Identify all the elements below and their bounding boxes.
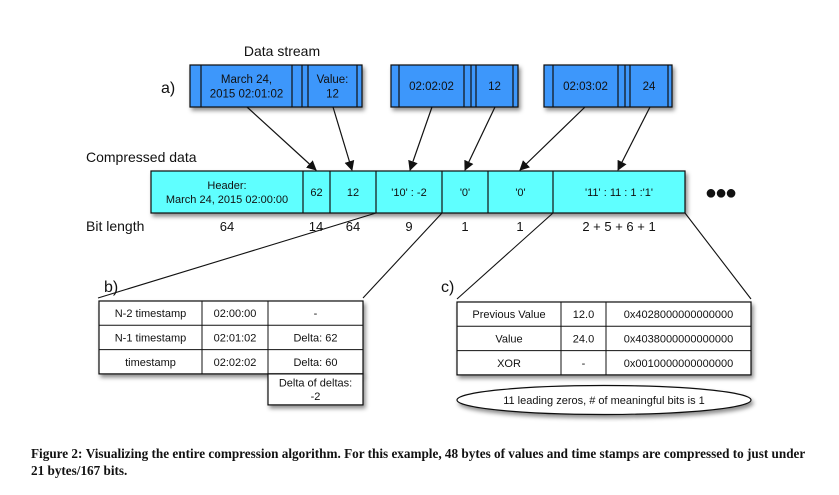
compressed-cell-text: '0' [515, 187, 525, 199]
compressed-cell: '0' [515, 187, 525, 199]
values-table: Previous Value 12.0 0x4028000000000000Valu… [456, 301, 752, 416]
table-cell: N-1 timestamp [115, 332, 187, 344]
stream-record: March 24, 2015 02:01:02 Value: 12 [189, 64, 363, 108]
table-cell: Previous Value [472, 309, 545, 321]
bit-length-value: 64 [220, 219, 234, 234]
bit-length-value: 2 + 5 + 6 + 1 [582, 219, 655, 234]
caption-label: Figure 2: [31, 446, 83, 461]
delta-of-deltas-cell [267, 373, 364, 406]
stream-to-compressed-arrows [246, 106, 651, 171]
stream-timestamp: 02:03:02 [563, 81, 608, 93]
compressed-cell-text: '10' : -2 [391, 187, 426, 199]
table-cell: 02:02:02 [214, 357, 257, 369]
ellipsis-dots: ●●● [705, 182, 736, 204]
compressed-cell-text: 62 [310, 187, 322, 199]
table-row: N-1 timestamp 02:01:02 Delta: 62 [115, 332, 338, 344]
table-cell: 02:00:00 [214, 308, 257, 320]
compression-diagram: Data stream a) Compressed data Bit lengt… [86, 43, 752, 416]
compressed-cell-text: '0' [460, 187, 470, 199]
stream-timestamp: 2015 02:01:02 [210, 88, 284, 100]
table-cell: Delta: 62 [293, 332, 337, 344]
stream-record: 02:02:02 12 [390, 64, 519, 108]
table-row: N-2 timestamp 02:00:00 - [115, 308, 318, 320]
table-cell: 0x4038000000000000 [624, 333, 734, 345]
delta-of-deltas-text: Delta of deltas: [279, 377, 352, 389]
leading-zeros-note: 11 leading zeros, # of meaningful bits i… [503, 395, 705, 407]
table-row: Previous Value 12.0 0x4028000000000000 [472, 309, 733, 321]
compressed-cell-text: 12 [347, 187, 359, 199]
compressed-cell-text: '11' : 11 : 1 :'1' [585, 187, 653, 199]
table-cell: XOR [497, 358, 521, 370]
table-cell: - [582, 358, 586, 370]
bit-length-value: 9 [405, 219, 412, 234]
table-row: Value 24.0 0x4038000000000000 [495, 333, 733, 345]
compressed-cell: Header: March 24, 2015 02:00:00 [166, 180, 288, 206]
table-cell: - [314, 308, 318, 320]
stream-record-box [390, 64, 519, 108]
bit-length-value: 64 [346, 219, 360, 234]
compressed-cell: 12 [347, 187, 359, 199]
leading-zeros-note-shape [456, 384, 752, 416]
compressed-bar-box [150, 170, 686, 214]
table-row: timestamp 02:02:02 Delta: 60 [125, 357, 337, 369]
mapping-arrow [617, 106, 651, 171]
label-a: a) [161, 80, 175, 97]
compressed-cell-text: Header: [207, 180, 246, 192]
mapping-arrow [332, 106, 355, 171]
compressed-cell: '11' : 11 : 1 :'1' [585, 187, 653, 199]
data-stream: March 24, 2015 02:01:02 Value: 12 02:02:02 12… [189, 64, 673, 108]
compressed-data-title: Compressed data [86, 149, 197, 165]
mapping-arrow [519, 106, 586, 171]
table-cell: Value [495, 333, 522, 345]
compressed-cell-text: March 24, 2015 02:00:00 [166, 194, 288, 206]
data-stream-title: Data stream [244, 43, 320, 59]
timestamps-table: N-2 timestamp 02:00:00 - N-1 timestamp 02:01… [98, 300, 364, 406]
label-c: c) [441, 279, 454, 296]
zoom-line [456, 212, 554, 300]
bit-length-value: 1 [516, 219, 523, 234]
stream-value: 12 [488, 81, 501, 93]
stream-value: 12 [326, 88, 339, 100]
table-cell: 02:01:02 [214, 332, 257, 344]
label-b: b) [104, 279, 118, 296]
mapping-arrow [464, 106, 496, 171]
figure-caption: Figure 2: Visualizing the entire compres… [31, 445, 821, 479]
zoom-line [97, 212, 377, 299]
stream-record: 02:03:02 24 [543, 64, 673, 108]
stream-timestamp: 02:02:02 [409, 81, 454, 93]
stream-value: 24 [643, 81, 656, 93]
caption-text: Visualizing the entire compression algor… [31, 446, 806, 478]
compressed-cell: '0' [460, 187, 470, 199]
values-table-box [456, 301, 752, 376]
mapping-arrow [408, 106, 433, 171]
table-cell: 24.0 [573, 333, 594, 345]
stream-record-box [189, 64, 363, 108]
zoom-line [684, 212, 752, 300]
table-row: XOR - 0x0010000000000000 [497, 358, 733, 370]
table-cell: 0x4028000000000000 [624, 309, 734, 321]
zoom-line [362, 212, 443, 299]
delta-of-deltas-text: -2 [311, 391, 321, 403]
table-cell: N-2 timestamp [115, 308, 187, 320]
stream-timestamp: March 24, [221, 74, 272, 86]
zoom-lines [97, 212, 752, 300]
timestamps-table-box [98, 300, 364, 375]
mapping-arrow [246, 106, 317, 171]
stream-record-box [543, 64, 673, 108]
bit-length-label: Bit length [86, 218, 144, 234]
table-cell: Delta: 60 [293, 357, 337, 369]
compressed-cell: 62 [310, 187, 322, 199]
stream-value: Value: [317, 74, 349, 86]
bit-length-value: 1 [461, 219, 468, 234]
compressed-bar: Header: March 24, 2015 02:00:00 62 12 '10' :… [150, 170, 686, 214]
table-cell: 0x0010000000000000 [624, 358, 734, 370]
compressed-cell: '10' : -2 [391, 187, 426, 199]
table-cell: 12.0 [573, 309, 594, 321]
table-cell: timestamp [125, 357, 176, 369]
